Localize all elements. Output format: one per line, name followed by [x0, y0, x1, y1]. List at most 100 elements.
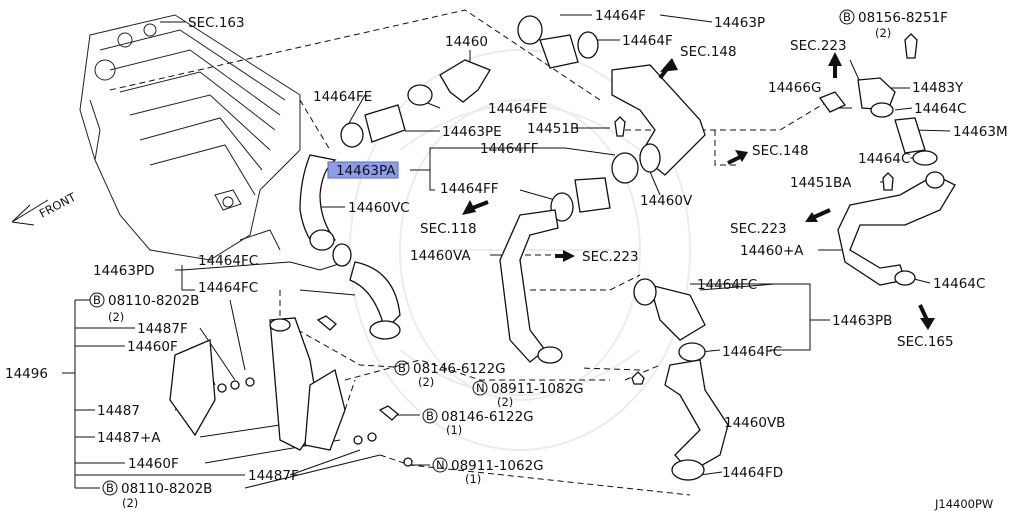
- nut-symbol-n-08911b: N: [436, 458, 445, 472]
- label-14464C-c[interactable]: 14464C: [933, 276, 985, 292]
- label-14463PD[interactable]: 14463PD: [93, 263, 154, 279]
- hose-14463PF: [574, 177, 611, 213]
- label-sec118[interactable]: SEC.118: [420, 221, 477, 237]
- pipe-14460A: [837, 174, 956, 286]
- label-14460F-b[interactable]: 14460F: [128, 456, 179, 472]
- clamp-14464FC-c: [369, 320, 401, 340]
- label-14463PE[interactable]: 14463PE: [442, 124, 502, 140]
- label-sec223-mid[interactable]: SEC.223: [582, 249, 639, 265]
- label-08110-8202B-b[interactable]: 08110-8202B: [121, 481, 212, 497]
- label-14496[interactable]: 14496: [5, 366, 48, 382]
- label-14463M[interactable]: 14463M: [953, 124, 1008, 140]
- label-14464FE-a[interactable]: 14464FE: [313, 89, 372, 105]
- sensor-top: [269, 318, 291, 332]
- label-08110-8202B-a[interactable]: 08110-8202B: [108, 293, 199, 309]
- arrow-sec118: [462, 200, 476, 215]
- clamp-14464C-b: [912, 150, 938, 166]
- label-14460VC[interactable]: 14460VC: [348, 200, 410, 216]
- pipe-end-14460A: [925, 171, 945, 189]
- clamp-14464FE-b: [407, 84, 433, 106]
- label-08146-6122G-a[interactable]: 08146-6122G: [413, 361, 506, 377]
- label-14464FC-b[interactable]: 14464FC: [198, 280, 258, 296]
- clamp-14464FD: [671, 459, 705, 481]
- bolt-14451BA: [882, 172, 894, 191]
- qty-08911-a: (2): [497, 395, 513, 409]
- clamp-14464C-a: [870, 102, 894, 118]
- gasket-14466G: [818, 91, 847, 113]
- label-14464FC-c[interactable]: 14464FC: [697, 277, 757, 293]
- label-14464FF-b[interactable]: 14464FF: [440, 181, 498, 197]
- qty-08110-a: (2): [108, 310, 124, 324]
- label-14464FC-d[interactable]: 14464FC: [722, 344, 782, 360]
- pipe-14460VB: [664, 359, 729, 473]
- label-14464F-b[interactable]: 14464F: [622, 33, 673, 49]
- hose-14463PB: [649, 284, 706, 341]
- label-08911-1082G-a[interactable]: 08911-1082G: [491, 381, 584, 397]
- label-sec223-top[interactable]: SEC.223: [790, 38, 847, 54]
- qty-08146-a: (2): [418, 375, 434, 389]
- label-14460F-a[interactable]: 14460F: [127, 339, 178, 355]
- engine-block-drawing: [79, 14, 301, 261]
- label-14451BA[interactable]: 14451BA: [790, 175, 852, 191]
- label-14463PA[interactable]: 14463PA: [336, 163, 396, 179]
- label-14451B[interactable]: 14451B: [527, 121, 579, 137]
- hose-14460VC: [299, 154, 337, 251]
- clamp-14464C-c: [894, 270, 916, 286]
- label-14483Y[interactable]: 14483Y: [912, 80, 964, 96]
- label-08911-1062G-b[interactable]: 08911-1062G: [451, 458, 544, 474]
- hose-14463PE: [364, 104, 406, 143]
- label-14487A[interactable]: 14487+A: [97, 430, 161, 446]
- clamp-14464FC-e: [678, 342, 706, 362]
- bolt-symbol-b-08146a: B: [398, 361, 406, 375]
- label-14463P[interactable]: 14463P: [714, 15, 765, 31]
- parts-artwork: [169, 15, 956, 481]
- highlight-14463PA[interactable]: [327, 161, 399, 179]
- label-14464F-a[interactable]: 14464F: [595, 8, 646, 24]
- label-14460[interactable]: 14460: [445, 34, 488, 50]
- bracket-14487: [169, 339, 216, 437]
- nut-08911-a: [631, 371, 645, 385]
- label-14464C-a[interactable]: 14464C: [914, 101, 966, 117]
- part-labels: SEC.163 14464F 14463P 14464F SEC.148 144…: [5, 8, 1008, 511]
- nut-mid: [230, 380, 240, 390]
- label-14487F-a[interactable]: 14487F: [137, 321, 188, 337]
- duct-14460F: [304, 368, 346, 451]
- arrow-sec223-top: [828, 52, 842, 66]
- label-14464FD[interactable]: 14464FD: [722, 465, 783, 481]
- pipe-end-14460VA: [537, 346, 563, 364]
- clamp-14464FF-b: [550, 192, 574, 222]
- bolt-08146-b: [378, 405, 399, 421]
- label-sec148-top[interactable]: SEC.148: [680, 44, 737, 60]
- nut-symbol-n-08911a: N: [476, 381, 485, 395]
- label-14460A[interactable]: 14460+A: [740, 243, 804, 259]
- diagram-id: J14400PW: [934, 497, 993, 511]
- label-08146-6122G-b[interactable]: 08146-6122G: [441, 409, 534, 425]
- bolt-symbol-b-08146b: B: [426, 409, 434, 423]
- housing-14483Y: [857, 77, 896, 111]
- label-14466G[interactable]: 14466G: [768, 80, 821, 96]
- clamp-14464FC-d: [633, 278, 657, 306]
- label-sec163[interactable]: SEC.163: [188, 15, 245, 31]
- clamp-14464FF-a: [611, 152, 639, 184]
- label-14460VA[interactable]: 14460VA: [410, 248, 471, 264]
- label-14464FE-b[interactable]: 14464FE: [488, 101, 547, 117]
- label-14460V[interactable]: 14460V: [640, 193, 693, 209]
- clamp-14464FC-b: [332, 243, 352, 267]
- label-14464C-b[interactable]: 14464C: [858, 151, 910, 167]
- label-14464FC-a[interactable]: 14464FC: [198, 253, 258, 269]
- hose-14463PD: [349, 261, 401, 332]
- label-14464FF-a[interactable]: 14464FF: [480, 141, 538, 157]
- label-sec223-right[interactable]: SEC.223: [730, 221, 787, 237]
- label-sec148-mid[interactable]: SEC.148: [752, 143, 809, 159]
- label-14487[interactable]: 14487: [97, 403, 140, 419]
- label-14463PB[interactable]: 14463PB: [832, 313, 892, 329]
- hose-14463M: [894, 117, 926, 154]
- label-14460VB[interactable]: 14460VB: [724, 415, 785, 431]
- bolt-14451B: [614, 116, 626, 137]
- label-08156-8251F[interactable]: 08156-8251F: [858, 10, 948, 26]
- label-14487F-b[interactable]: 14487F: [248, 468, 299, 484]
- bolt-08146-a: [316, 315, 337, 331]
- label-sec165[interactable]: SEC.165: [897, 334, 954, 350]
